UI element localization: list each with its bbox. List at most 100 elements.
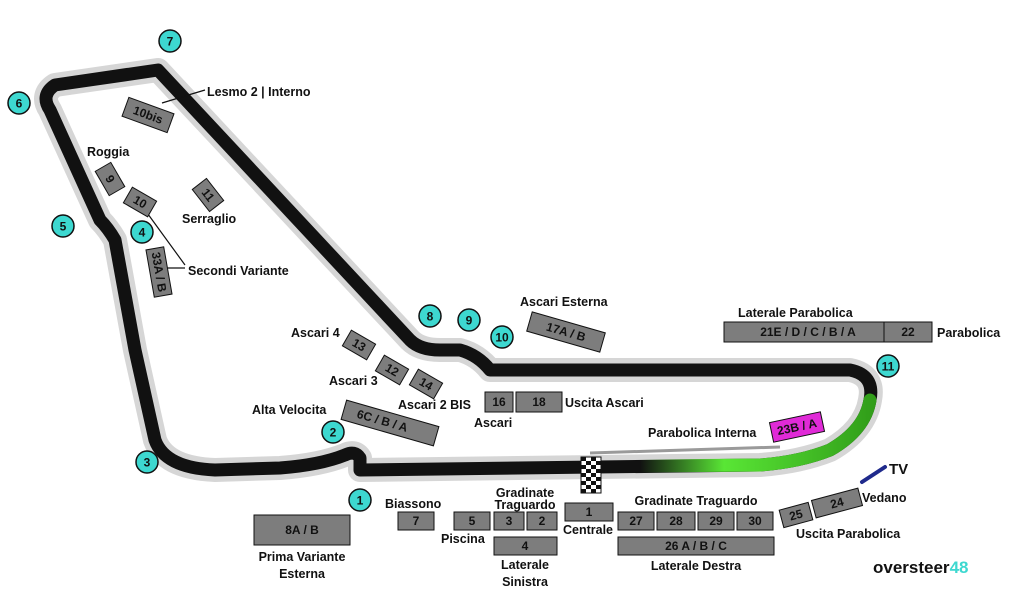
grandstand[interactable]: 28 <box>656 511 696 531</box>
turn-markers: 1 2 3 4 5 6 7 8 9 10 11 <box>7 29 900 512</box>
turn-marker[interactable]: 11 <box>876 354 900 378</box>
label-laterale-sinistra-line1: Laterale <box>501 558 549 572</box>
grandstand[interactable]: 16 <box>484 391 514 413</box>
logo-number: 48 <box>950 558 969 577</box>
svg-text:4: 4 <box>139 226 146 240</box>
grandstand[interactable]: 14 <box>408 368 444 400</box>
grandstand[interactable]: 2 <box>526 511 558 531</box>
label-uscita-ascari: Uscita Ascari <box>565 396 644 410</box>
svg-text:oversteer48: oversteer48 <box>873 558 968 577</box>
svg-text:10: 10 <box>131 193 150 212</box>
grandstand[interactable]: 1 <box>564 502 614 522</box>
turn-marker[interactable]: 2 <box>321 420 345 444</box>
svg-text:27: 27 <box>629 514 643 528</box>
svg-text:22: 22 <box>901 325 915 339</box>
turn-marker[interactable]: 10 <box>490 325 514 349</box>
grandstand[interactable]: 30 <box>736 511 774 531</box>
grandstand[interactable]: 13 <box>341 329 377 361</box>
svg-text:21E / D / C / B / A: 21E / D / C / B / A <box>760 325 856 339</box>
svg-text:14: 14 <box>417 375 436 394</box>
grandstand[interactable]: 9 <box>94 161 126 197</box>
grandstand[interactable]: 25 <box>778 501 814 529</box>
turn-marker[interactable]: 5 <box>51 214 75 238</box>
label-prima-variante-line2: Esterna <box>279 567 326 581</box>
label-parabolica: Parabolica <box>937 326 1001 340</box>
svg-text:1: 1 <box>357 494 364 508</box>
grandstand[interactable]: 27 <box>617 511 655 531</box>
svg-text:7: 7 <box>167 35 174 49</box>
svg-text:4: 4 <box>522 539 529 553</box>
svg-text:6: 6 <box>16 97 23 111</box>
svg-text:29: 29 <box>709 514 723 528</box>
label-gradinate-traguardo: Gradinate Traguardo <box>635 494 758 508</box>
label-gradinate-traguardo-line1: Gradinate <box>496 486 554 500</box>
svg-text:7: 7 <box>413 514 420 528</box>
grandstand[interactable]: 18 <box>515 391 563 413</box>
label-secondi-variante: Secondi Variante <box>188 264 289 278</box>
grandstand[interactable]: 5 <box>453 511 491 531</box>
turn-marker[interactable]: 8 <box>418 304 442 328</box>
svg-text:30: 30 <box>748 514 762 528</box>
svg-text:26 A / B / C: 26 A / B / C <box>665 539 727 553</box>
grandstand[interactable]: 26 A / B / C <box>617 536 775 556</box>
grandstand[interactable]: 24 <box>810 487 864 519</box>
grandstand[interactable]: 10 <box>122 186 158 218</box>
turn-marker[interactable]: 3 <box>135 450 159 474</box>
label-laterale-sinistra-line2: Sinistra <box>502 575 549 589</box>
svg-text:11: 11 <box>882 360 895 374</box>
svg-text:33A / B: 33A / B <box>149 251 170 293</box>
label-ascari4: Ascari 4 <box>291 326 340 340</box>
label-centrale: Centrale <box>563 523 613 537</box>
label-piscina: Piscina <box>441 532 486 546</box>
label-roggia: Roggia <box>87 145 130 159</box>
svg-text:18: 18 <box>532 395 546 409</box>
label-laterale-parabolica: Laterale Parabolica <box>738 306 854 320</box>
turn-marker[interactable]: 6 <box>7 91 31 115</box>
grandstand[interactable]: 3 <box>493 511 525 531</box>
oversteer48-logo: oversteer48 <box>873 558 968 577</box>
svg-text:2: 2 <box>539 514 546 528</box>
green-track-section <box>633 393 877 473</box>
grandstand[interactable]: 7 <box>397 511 435 531</box>
label-prima-variante-line1: Prima Variante <box>259 550 346 564</box>
svg-text:25: 25 <box>788 506 805 523</box>
grandstand[interactable]: 10bis <box>121 96 175 134</box>
svg-text:1: 1 <box>586 505 593 519</box>
label-laterale-destra: Laterale Destra <box>651 559 742 573</box>
svg-text:5: 5 <box>469 514 476 528</box>
grandstand[interactable]: 29 <box>697 511 735 531</box>
label-alta-velocita: Alta Velocita <box>252 403 327 417</box>
pit-lane <box>589 445 781 455</box>
grandstand[interactable]: 4 <box>493 536 558 556</box>
svg-text:2: 2 <box>330 426 337 440</box>
svg-text:13: 13 <box>350 336 369 355</box>
turn-marker[interactable]: 7 <box>158 29 182 53</box>
area-labels: Lesmo 2 | Interno Roggia Serraglio Secon… <box>87 85 1001 589</box>
label-ascari3: Ascari 3 <box>329 374 378 388</box>
turn-marker[interactable]: 4 <box>130 220 154 244</box>
grandstand[interactable]: 12 <box>374 354 410 386</box>
grandstand[interactable]: 21E / D / C / B / A <box>723 321 893 343</box>
tv-line <box>860 465 887 484</box>
label-gradinate-traguardo-line2: Traguardo <box>494 498 555 512</box>
grandstand[interactable]: 8A / B <box>253 514 351 546</box>
label-tv: TV <box>889 461 908 478</box>
svg-text:16: 16 <box>492 395 506 409</box>
svg-text:8A / B: 8A / B <box>285 523 319 537</box>
turn-marker[interactable]: 1 <box>348 488 372 512</box>
label-ascari-esterna: Ascari Esterna <box>520 295 609 309</box>
svg-text:28: 28 <box>669 514 683 528</box>
grandstand-highlight[interactable]: 23B / A <box>768 411 826 443</box>
grandstand[interactable]: 22 <box>883 321 933 343</box>
label-serraglio: Serraglio <box>182 212 237 226</box>
label-uscita-parabolica: Uscita Parabolica <box>796 527 901 541</box>
grandstands: 10bis 9 10 11 33A / B 13 12 14 6C / B / … <box>94 96 933 556</box>
grandstand[interactable]: 11 <box>191 177 225 213</box>
grandstand[interactable]: 17A / B <box>526 311 606 353</box>
turn-marker[interactable]: 9 <box>457 308 481 332</box>
label-lesmo2: Lesmo 2 | Interno <box>207 85 311 99</box>
label-ascari: Ascari <box>474 416 512 430</box>
svg-text:12: 12 <box>383 361 402 380</box>
grandstand[interactable]: 33A / B <box>145 246 173 298</box>
svg-text:10: 10 <box>495 331 509 345</box>
